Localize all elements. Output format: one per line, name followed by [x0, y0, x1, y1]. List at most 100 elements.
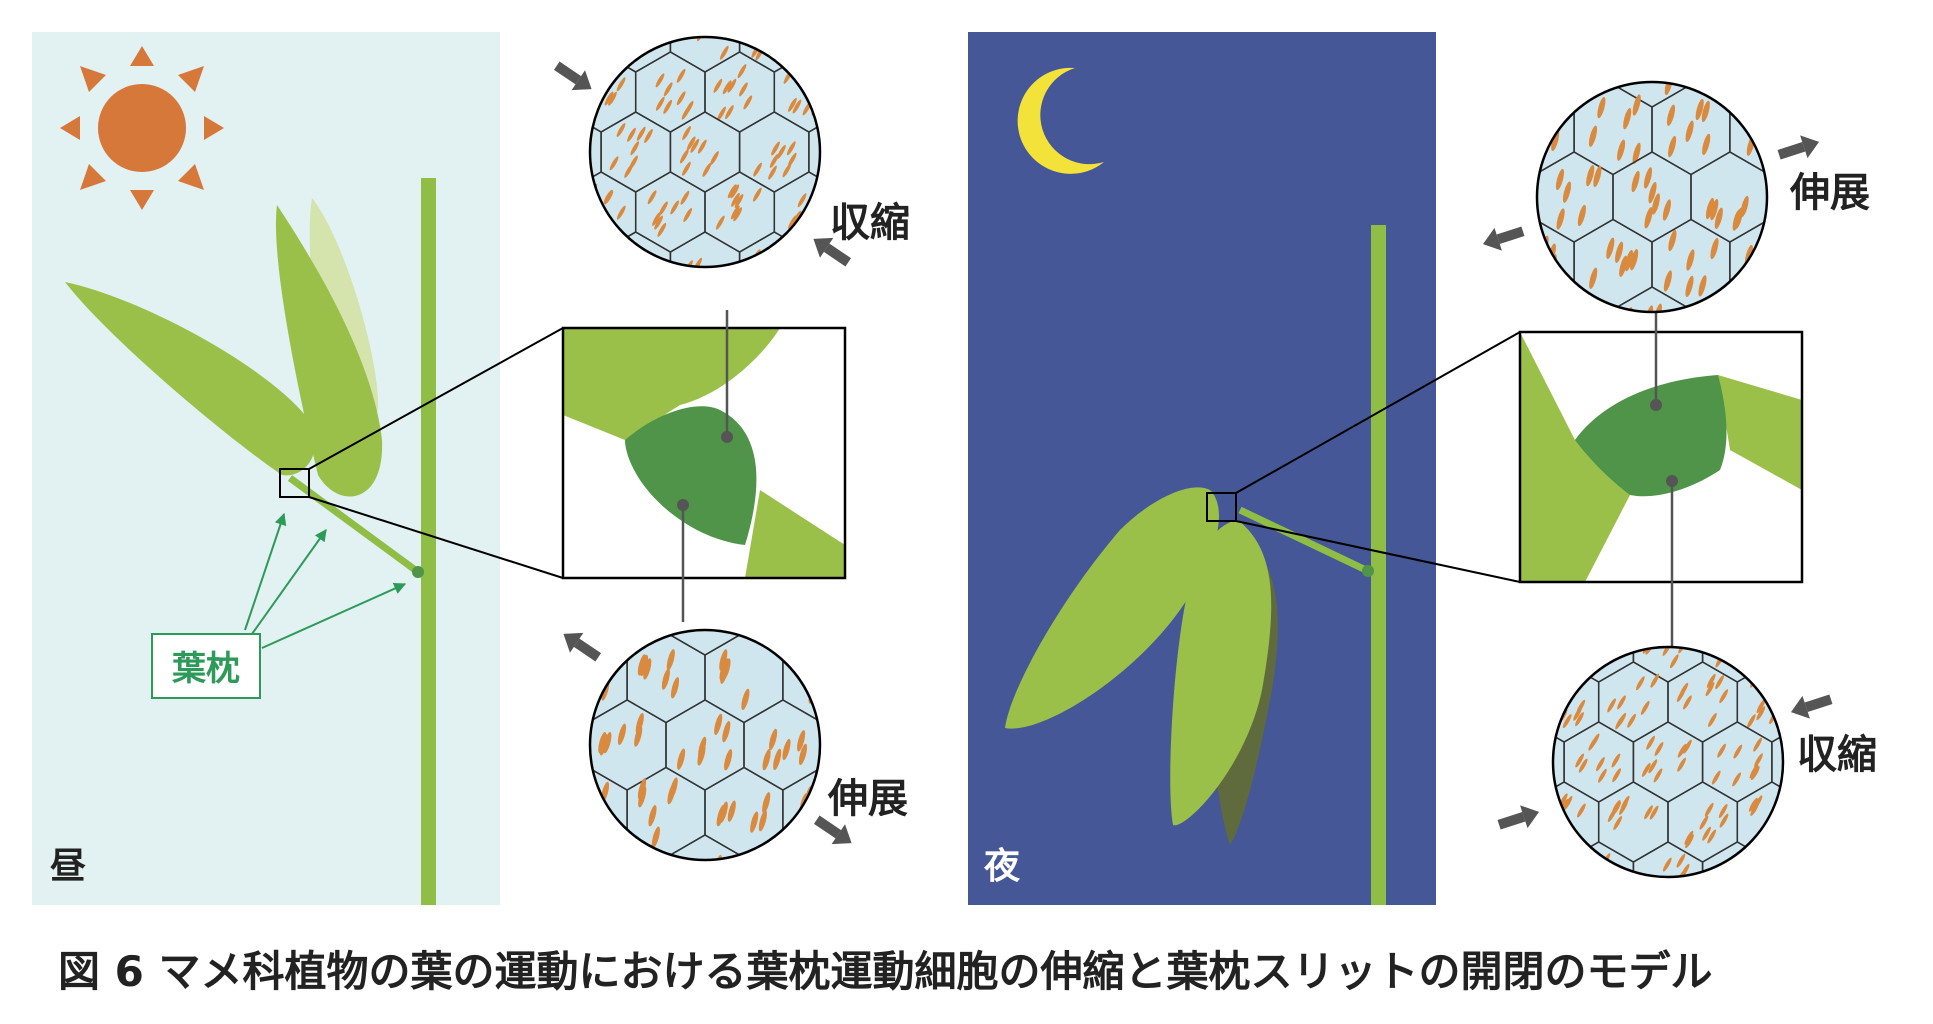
organelle — [551, 144, 562, 160]
organelle — [797, 193, 807, 208]
organelle — [707, 14, 718, 30]
organelle — [1668, 229, 1677, 252]
organelle — [684, 260, 693, 267]
organelle — [1561, 38, 1572, 61]
organelle — [1728, 615, 1739, 631]
organelle — [1630, 249, 1639, 271]
organelle — [1701, 100, 1710, 123]
organelle — [702, 162, 712, 177]
organelle — [1713, 887, 1724, 903]
organelle — [1707, 829, 1717, 844]
organelle — [1535, 744, 1546, 760]
organelle — [849, 156, 860, 172]
organelle — [634, 20, 645, 36]
organelle — [1551, 129, 1560, 152]
organelle — [801, 630, 810, 640]
organelle — [1605, 881, 1616, 897]
organelle — [713, 78, 723, 93]
organelle — [647, 190, 657, 205]
organelle — [1725, 880, 1736, 896]
organelle — [813, 93, 820, 108]
organelle — [1606, 893, 1617, 909]
organelle — [1666, 104, 1676, 126]
organelle — [1556, 308, 1565, 312]
organelle — [569, 823, 580, 846]
day-label: 昼 — [50, 846, 86, 887]
organelle — [1653, 768, 1663, 783]
organelle — [1582, 619, 1593, 635]
organelle — [1648, 182, 1657, 204]
organelle — [599, 591, 610, 614]
night-leaf-left — [1005, 487, 1219, 729]
organelle — [830, 654, 841, 677]
organelle — [686, 136, 696, 151]
organelle — [766, 12, 777, 28]
organelle — [821, 74, 832, 90]
organelle — [1553, 829, 1563, 844]
organelle — [758, 810, 767, 832]
organelle — [774, 259, 784, 267]
organelle — [1594, 875, 1604, 877]
organelle — [612, 889, 623, 912]
organelle — [1632, 142, 1641, 165]
organelle — [604, 91, 614, 106]
organelle — [634, 284, 645, 300]
organelle — [715, 215, 725, 230]
organelle — [1522, 126, 1533, 149]
organelle — [1742, 853, 1752, 868]
organelle — [562, 159, 573, 175]
organelle — [1644, 207, 1653, 229]
organelle — [704, 607, 715, 630]
organelle — [1763, 243, 1767, 265]
organelle — [1638, 51, 1649, 74]
organelle — [687, 600, 698, 623]
organelle — [643, 658, 652, 680]
organelle — [679, 149, 689, 164]
organelle — [1686, 249, 1695, 271]
organelle — [758, 253, 768, 267]
organelle — [623, 250, 633, 264]
pulvinus-label-box — [151, 633, 261, 699]
organelle — [1772, 93, 1783, 116]
organelle — [856, 721, 867, 744]
organelle — [1775, 101, 1786, 124]
organelle — [1685, 275, 1694, 298]
organelle — [1754, 259, 1763, 282]
organelle — [684, 100, 694, 115]
organelle — [734, 194, 744, 208]
organelle — [722, 720, 731, 743]
organelle — [539, 720, 550, 743]
organelle — [1718, 804, 1728, 818]
organelle — [1553, 829, 1554, 844]
organelle — [1495, 161, 1506, 184]
organelle — [1785, 749, 1796, 765]
organelle — [644, 129, 653, 143]
organelle — [692, 879, 703, 902]
organelle — [670, 677, 680, 699]
cell-wall — [1701, 841, 1773, 877]
organelle — [1783, 798, 1794, 814]
organelle — [1563, 796, 1573, 810]
day-stem — [421, 178, 436, 905]
organelle — [1625, 56, 1636, 79]
organelle — [787, 258, 796, 267]
organelle — [1654, 742, 1664, 756]
organelle — [1555, 816, 1565, 831]
organelle — [797, 730, 806, 752]
organelle — [590, 660, 599, 682]
organelle — [1786, 807, 1797, 823]
organelle — [630, 141, 640, 156]
organelle — [631, 859, 640, 860]
organelle — [644, 261, 654, 267]
organelle — [655, 73, 665, 88]
organelle — [724, 749, 733, 771]
organelle — [676, 91, 686, 106]
organelle — [838, 142, 849, 158]
organelle — [630, 12, 641, 28]
organelle — [1779, 178, 1790, 201]
organelle — [1576, 651, 1586, 666]
organelle — [549, 135, 560, 151]
organelle — [637, 5, 648, 21]
cell-wall — [1563, 841, 1635, 877]
